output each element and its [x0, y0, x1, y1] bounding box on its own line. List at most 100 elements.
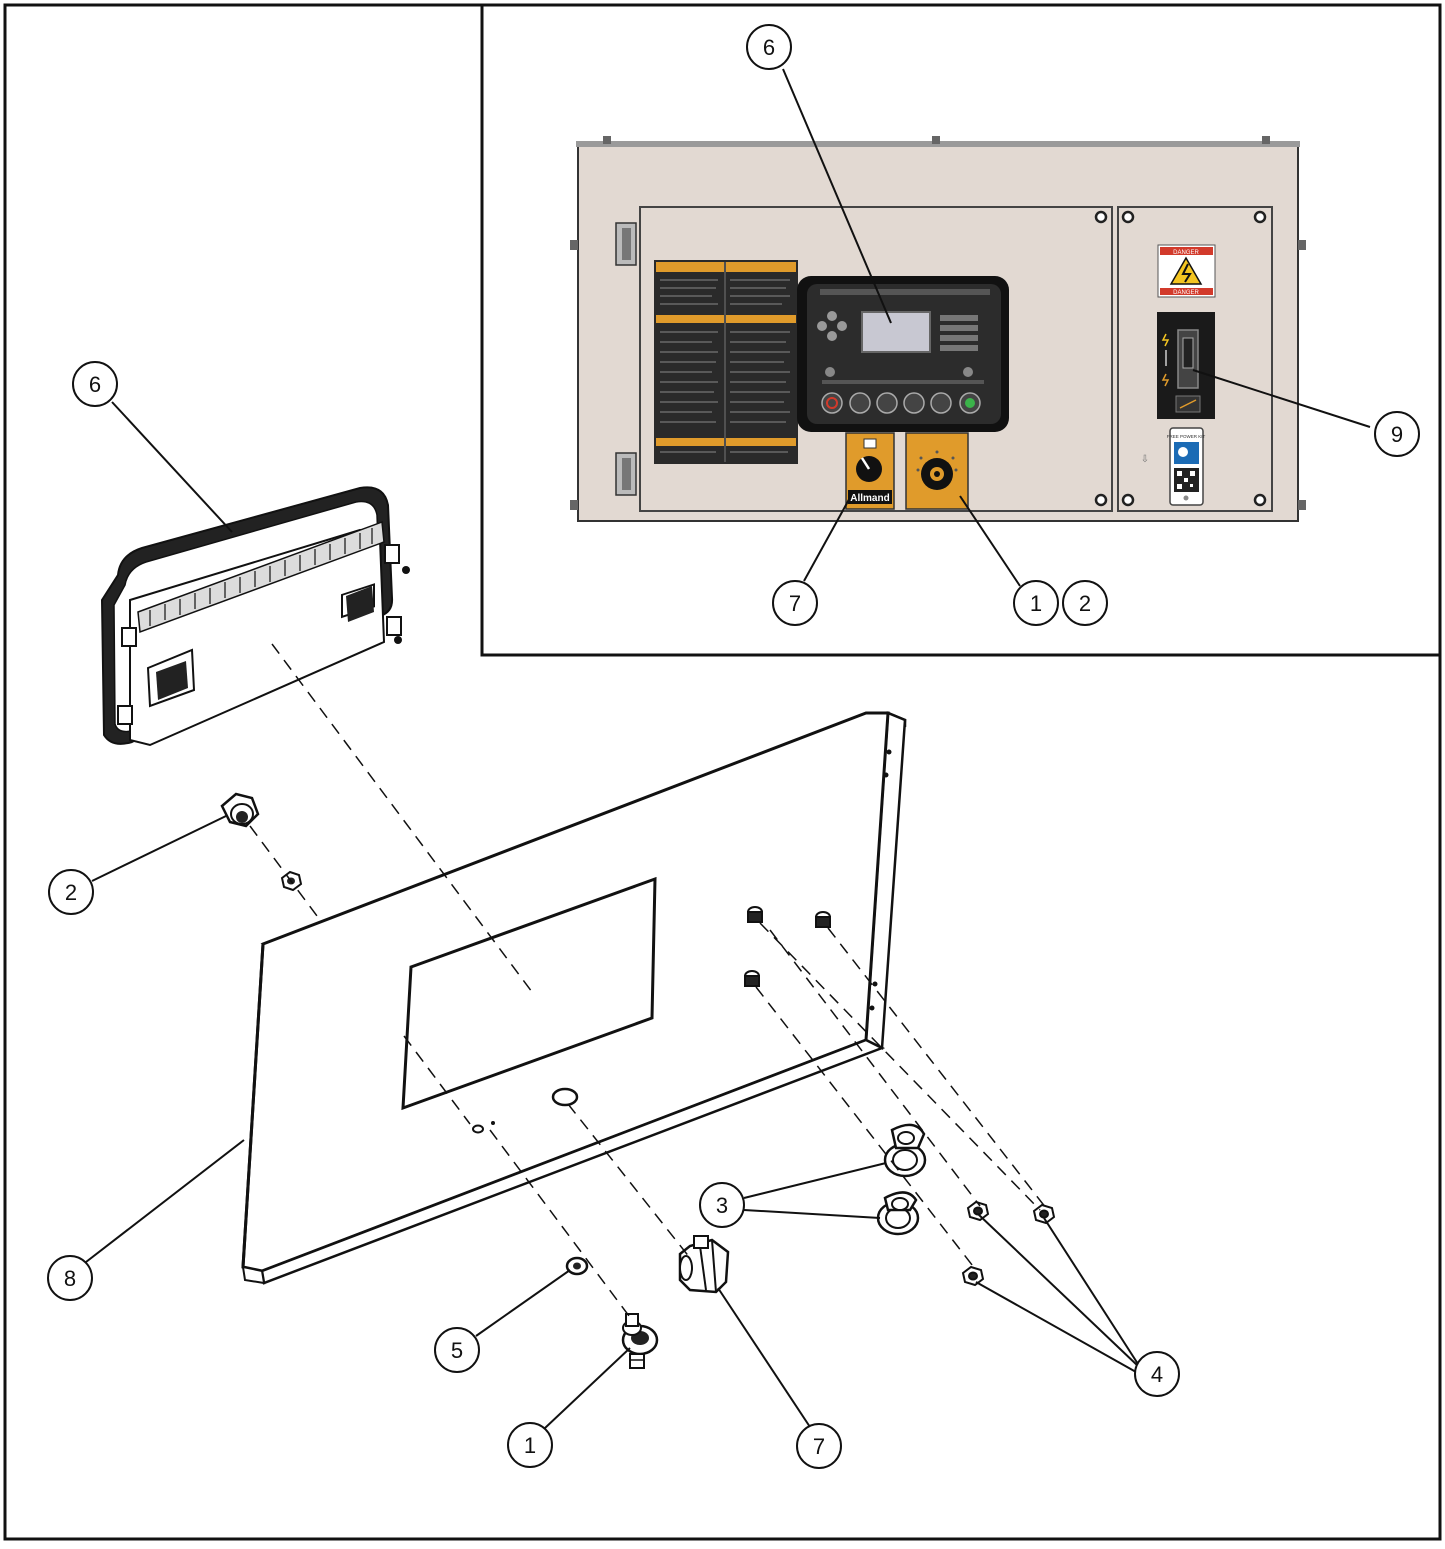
enclosure-tab [570, 240, 578, 250]
callout-circle [47, 1255, 93, 1301]
inset-assembled-view: Allmand DANGER [480, 3, 1442, 657]
small-arrow-glyph: ⇩ [1141, 454, 1149, 465]
switch-hole [551, 1087, 579, 1107]
grommet-parts [876, 1123, 927, 1236]
callout-number: 2 [1079, 591, 1091, 616]
callout-number: 1 [524, 1433, 536, 1458]
callout-number: 3 [716, 1193, 728, 1218]
power-icon-top [1161, 333, 1170, 347]
panel-studs [744, 906, 831, 987]
inset-leader-lines [782, 68, 1371, 587]
mode-switch-plate-inset: Allmand [845, 432, 895, 510]
high-voltage-warning-icon [1169, 256, 1203, 285]
hex-nut-2 [1032, 1203, 1056, 1225]
side-edge-holes [869, 749, 892, 1011]
callout-number: 6 [763, 35, 775, 60]
callout-number: 2 [65, 880, 77, 905]
callout-c2-inset: 2 [1062, 580, 1108, 626]
callout-c9: 9 [1374, 411, 1420, 457]
assembly-dashed-lines [249, 643, 1047, 1321]
callout-c2-main: 2 [48, 869, 94, 915]
callout-c3: 3 [699, 1182, 745, 1228]
callout-circle [699, 1182, 745, 1228]
enclosure-panel: Allmand DANGER [570, 136, 1306, 522]
power-icon-bottom [1161, 373, 1170, 387]
controller-connector-right-socket [346, 586, 374, 622]
door-screws [1094, 210, 1267, 507]
callouts: 6 9 7 1 2 6 2 8 3 4 5 1 7 [47, 24, 1420, 1469]
enclosure-tab [1298, 240, 1306, 250]
callout-c1-main: 1 [507, 1422, 553, 1468]
callout-c8: 8 [47, 1255, 93, 1301]
stud-1 [747, 906, 763, 923]
stud-2 [815, 911, 831, 928]
callout-number: 9 [1391, 422, 1403, 447]
callout-c4: 4 [1134, 1351, 1180, 1397]
callout-circle [1134, 1351, 1180, 1397]
callout-number: 5 [451, 1338, 463, 1363]
hinge-top [615, 222, 637, 266]
callout-number: 1 [1030, 591, 1042, 616]
callout-number: 4 [1151, 1362, 1163, 1387]
small-hole [472, 1124, 484, 1134]
controller-screen-buttons [940, 315, 978, 351]
callout-circle [772, 580, 818, 626]
controller-terminals [149, 528, 373, 626]
qr-caption: FREE POWER KIT [1167, 434, 1206, 439]
exploded-leader-lines [85, 401, 1139, 1429]
mode-switch-part [678, 1235, 730, 1294]
brand-label: Allmand [850, 493, 889, 504]
door-panel-exploded [241, 711, 907, 1285]
pin-hole [491, 1121, 495, 1125]
callout-number: 7 [813, 1434, 825, 1459]
washer-part [565, 1256, 589, 1276]
enclosure-tab [1262, 136, 1270, 144]
rotary-switch-part [621, 1313, 659, 1369]
hex-nut-3 [961, 1265, 985, 1287]
controller-clamp-screws [394, 566, 410, 644]
hazard-label-bottom-text: DANGER [1173, 290, 1199, 296]
controller-screen [861, 311, 931, 353]
callout-number: 8 [64, 1266, 76, 1291]
enclosure-tab [570, 500, 578, 510]
controller-clamps [117, 544, 402, 725]
hex-nut-1 [966, 1200, 990, 1222]
grommet-lower [876, 1191, 920, 1236]
callout-c7-inset: 7 [772, 580, 818, 626]
qr-sticker: FREE POWER KIT [1167, 427, 1206, 506]
controller-nav-pad [817, 311, 847, 341]
hazard-label-top-text: DANGER [1173, 250, 1199, 256]
controller-cutout [401, 876, 657, 1111]
controller-module-inset [797, 276, 1009, 432]
instruction-decal [654, 260, 798, 464]
callout-circle [1013, 580, 1059, 626]
callout-c1-inset: 1 [1013, 580, 1059, 626]
transfer-switch-inset [1157, 312, 1215, 419]
callout-c5: 5 [434, 1327, 480, 1373]
callout-circle [1062, 580, 1108, 626]
callout-circle [1374, 411, 1420, 457]
controller-connector-left-socket [156, 661, 188, 700]
callout-number: 7 [789, 591, 801, 616]
callout-circle [72, 361, 118, 407]
grommet-upper [883, 1123, 927, 1178]
hex-nuts [961, 1200, 1056, 1287]
callout-circle [796, 1423, 842, 1469]
enclosure-tab [1298, 500, 1306, 510]
hazard-label: DANGER DANGER [1157, 244, 1216, 298]
controller-module-exploded [100, 486, 410, 747]
callout-c6-main: 6 [72, 361, 118, 407]
callout-circle [434, 1327, 480, 1373]
controller-bottom-buttons [821, 392, 981, 414]
selector-switch-plate-inset [905, 432, 969, 510]
controller-terminal-strip [137, 520, 385, 634]
door-panel-corner [241, 1265, 266, 1285]
callout-circle [507, 1422, 553, 1468]
callout-number: 6 [89, 372, 101, 397]
stud-3 [744, 970, 760, 987]
callout-circle [48, 869, 94, 915]
enclosure-tab [932, 136, 940, 144]
callout-circle [746, 24, 792, 70]
